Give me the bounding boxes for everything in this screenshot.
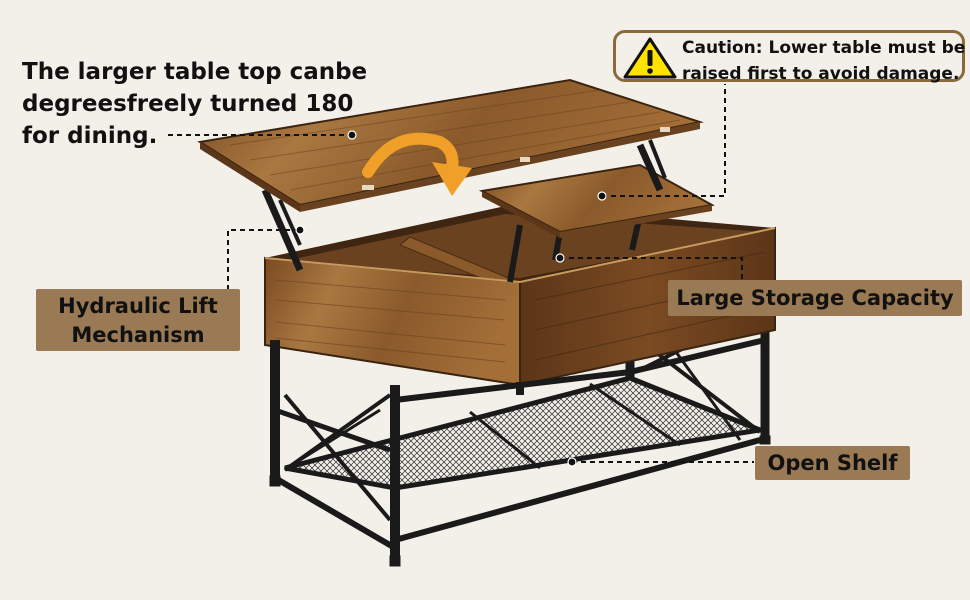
caution-box: Caution: Lower table must be raised firs… [613, 30, 965, 84]
feature-headline-line: The larger table top canbe [22, 59, 368, 85]
feature-headline: The larger table top canbe degreesfreely… [22, 56, 368, 152]
hydraulic-lift-callout-line: Hydraulic Lift [58, 294, 218, 318]
feature-headline-line: for dining. [22, 123, 158, 149]
warning-triangle-icon [623, 37, 677, 79]
callout-leader-lines [168, 84, 754, 463]
front-legs [269, 340, 771, 567]
storage-capacity-callout: Large Storage Capacity [668, 280, 962, 316]
rotate-180-arrow-icon [362, 132, 472, 196]
hydraulic-lift-callout-line: Mechanism [71, 323, 205, 347]
caution-text-line: raised first to avoid damage. [682, 64, 960, 84]
caution-text-line: Caution: Lower table must be [682, 38, 966, 58]
hydraulic-lift-callout: Hydraulic Lift Mechanism [36, 289, 240, 351]
hydraulic-lift-arms [261, 139, 667, 272]
open-shelf-callout: Open Shelf [755, 446, 910, 480]
callout-dots [295, 130, 607, 467]
feature-headline-line: degreesfreely turned 180 [22, 91, 354, 117]
caution-text: Caution: Lower table must be raised firs… [682, 35, 965, 87]
